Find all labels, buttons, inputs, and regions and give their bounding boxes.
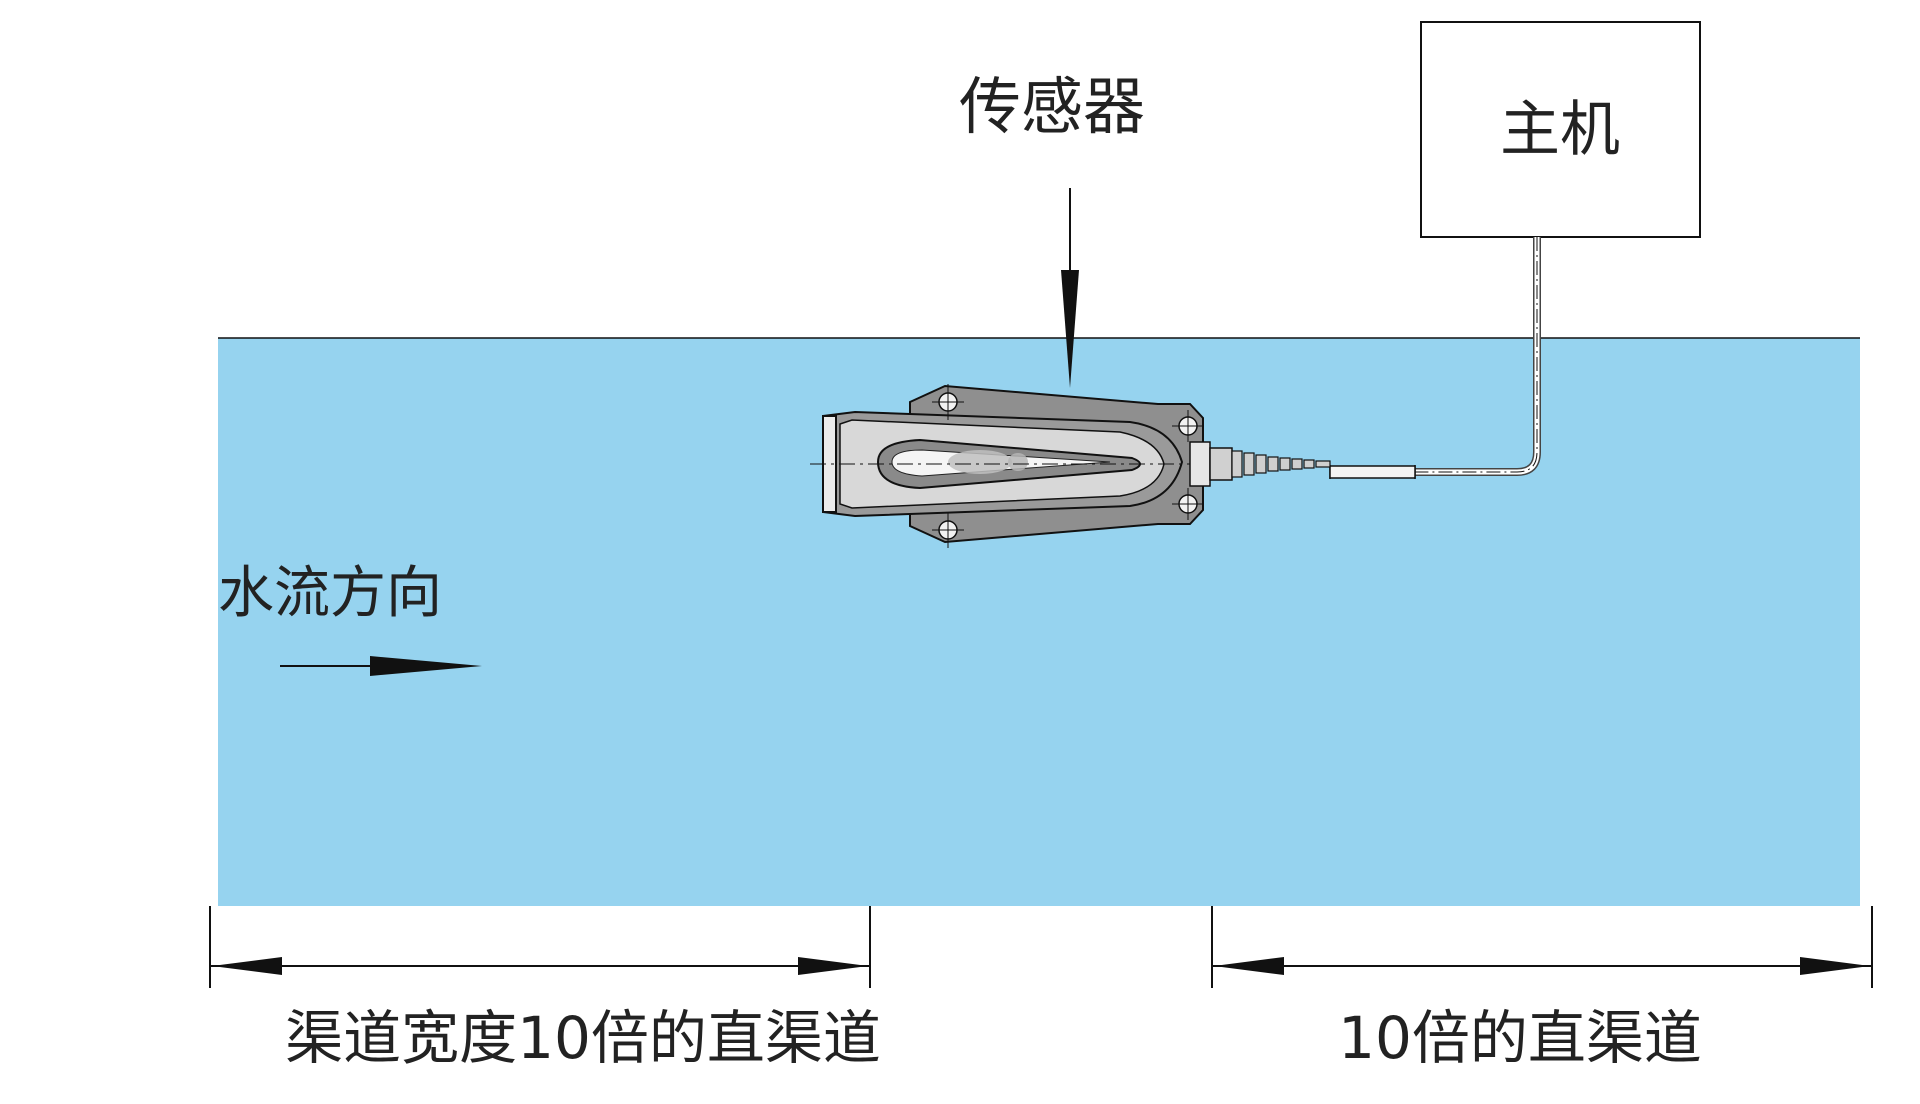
- sensor-probe-icon: [810, 384, 1331, 548]
- downstream-dimension: [1211, 906, 1873, 988]
- sensor-label: 传感器: [959, 70, 1145, 143]
- upstream-dimension-label: 渠道宽度10倍的直渠道: [285, 1004, 881, 1072]
- sensor-pointer-arrow: [1061, 188, 1079, 388]
- host-label: 主机: [1500, 95, 1620, 165]
- flow-direction-label: 水流方向: [218, 561, 442, 626]
- upstream-dimension: [209, 906, 871, 988]
- downstream-dimension-label: 10倍的直渠道: [1338, 1004, 1702, 1072]
- cable: [1329, 237, 1541, 479]
- host-box: [1420, 21, 1701, 238]
- arrow-right-icon: [280, 656, 482, 676]
